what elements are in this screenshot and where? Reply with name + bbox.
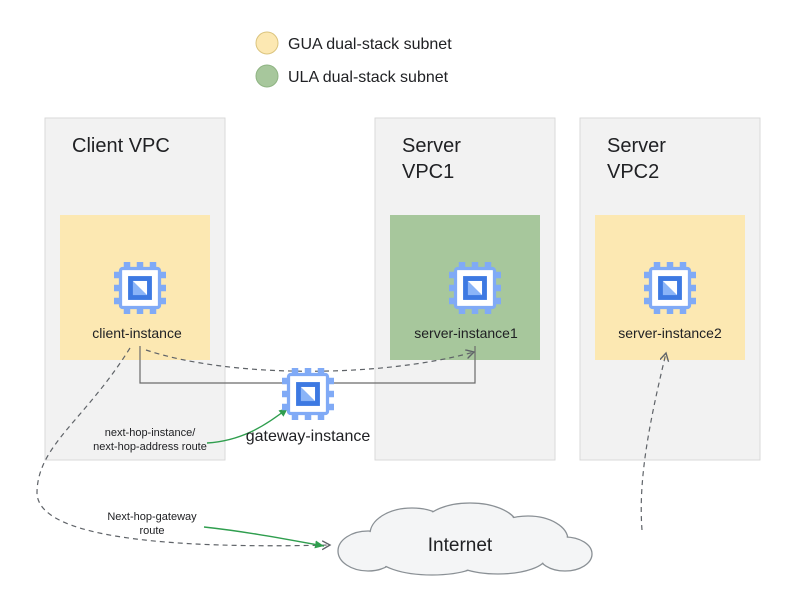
internet-label: Internet: [428, 535, 493, 556]
gateway-instance-icon: [282, 368, 334, 420]
client-vpc-title: Client VPC: [72, 135, 170, 157]
legend-swatch-ula: [255, 64, 279, 88]
next-hop-instance-route-label-line1: next-hop-instance/: [105, 427, 196, 439]
gateway-instance-label: gateway-instance: [246, 428, 371, 445]
internet-to-server2-dashed-path: [640, 353, 666, 531]
server-vpc2-title-line1: Server: [607, 135, 666, 157]
next-hop-gateway-route-label-line2: route: [139, 525, 164, 537]
server-instance1-icon: [449, 262, 501, 314]
client-to-internet-dashed-path: [36, 347, 330, 546]
next-hop-instance-route-label-line2: next-hop-address route: [93, 441, 207, 453]
legend-label-gua: GUA dual-stack subnet: [288, 36, 452, 53]
server-instance2-label: server-instance2: [618, 325, 722, 341]
next-hop-instance-route-arrow: [206, 407, 289, 444]
internet-cloud-body: [339, 504, 591, 574]
internet-cloud: Internet: [337, 502, 593, 576]
server-instance1-label: server-instance1: [414, 325, 518, 341]
server-instance2-icon: [644, 262, 696, 314]
legend-label-ula: ULA dual-stack subnet: [288, 69, 449, 86]
server-vpc1-title-line2: VPC1: [402, 161, 454, 183]
legend-swatch-gua: [255, 31, 279, 55]
legend: GUA dual-stack subnet ULA dual-stack sub…: [255, 31, 452, 88]
client-to-gateway-line: [139, 346, 283, 384]
client-instance-label: client-instance: [92, 325, 182, 341]
server-vpc1-title-line1: Server: [402, 135, 461, 157]
next-hop-gateway-route-label-line1: Next-hop-gateway: [107, 511, 197, 523]
client-instance-icon: [114, 262, 166, 314]
next-hop-gateway-route-arrow: [203, 526, 325, 549]
server-vpc2-title-line2: VPC2: [607, 161, 659, 183]
